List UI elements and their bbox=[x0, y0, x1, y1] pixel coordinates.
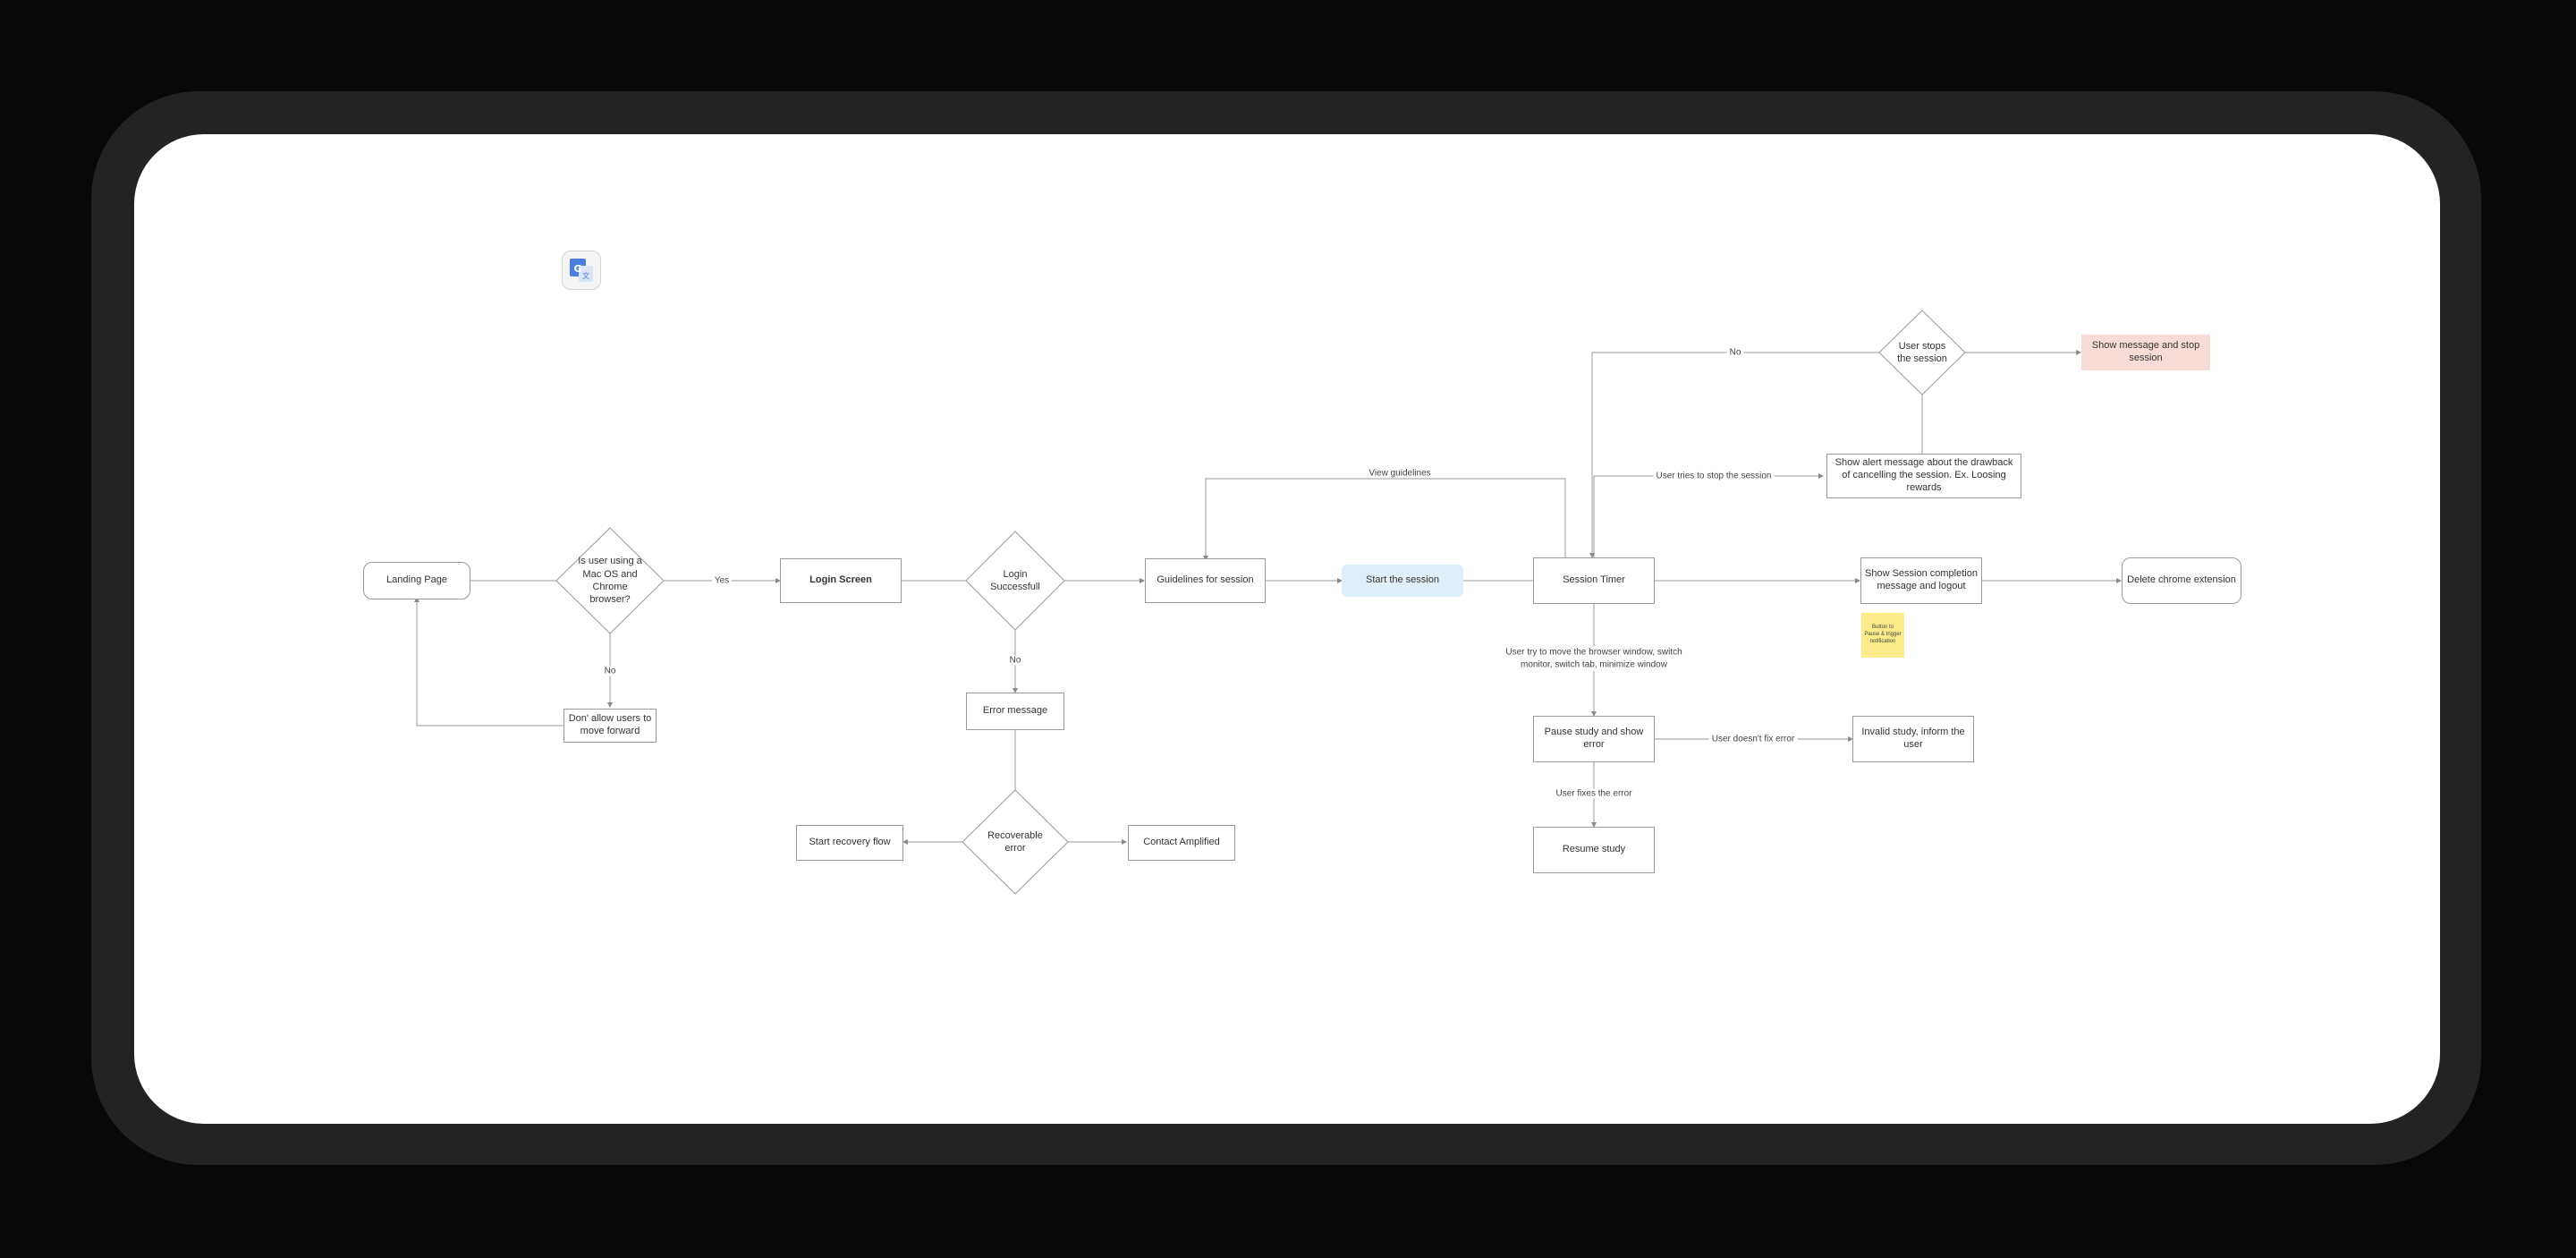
edge-back-to-landing bbox=[414, 597, 564, 727]
node-invalid-study[interactable]: Invalid study, inform the user bbox=[1852, 716, 1974, 762]
sticky-note: Button to Pause & trigger notification bbox=[1861, 613, 1904, 658]
label-login-successful[interactable]: Login Successfull bbox=[990, 568, 1040, 592]
edge-label-view-guidelines: View guidelines bbox=[1366, 468, 1434, 479]
edge-label-yes: Yes bbox=[711, 575, 733, 586]
node-start-session[interactable]: Start the session bbox=[1342, 565, 1463, 597]
node-error-message[interactable]: Error message bbox=[966, 693, 1064, 730]
node-contact-amplified[interactable]: Contact Amplified bbox=[1128, 825, 1235, 861]
node-show-message-stop[interactable]: Show message and stop session bbox=[2081, 335, 2210, 370]
node-delete-extension[interactable]: Delete chrome extension bbox=[2122, 557, 2241, 604]
node-pause-study[interactable]: Pause study and show error bbox=[1533, 716, 1655, 762]
edge-label-user-fixes: User fixes the error bbox=[1553, 788, 1635, 799]
edge-view-guidelines bbox=[1203, 478, 1566, 561]
edge-label-no-stop: No bbox=[1726, 347, 1744, 358]
label-recoverable-error[interactable]: Recoverable error bbox=[987, 829, 1043, 854]
edge-label-no-login: No bbox=[1006, 655, 1024, 666]
diamond-recoverable-error bbox=[962, 789, 1069, 895]
node-login-screen[interactable]: Login Screen bbox=[780, 558, 902, 603]
edge-label-user-doesnt-fix: User doesn't fix error bbox=[1708, 734, 1798, 744]
edge-label-no-mac: No bbox=[601, 666, 619, 676]
node-resume-study[interactable]: Resume study bbox=[1533, 827, 1655, 873]
label-is-mac-chrome[interactable]: Is user using a Mac OS and Chrome browse… bbox=[578, 556, 642, 606]
label-user-stops-session[interactable]: User stops the session bbox=[1897, 340, 1947, 364]
edge-label-user-tries-stop: User tries to stop the session bbox=[1653, 471, 1775, 481]
node-dont-allow[interactable]: Don' allow users to move forward bbox=[564, 709, 657, 743]
node-guidelines[interactable]: Guidelines for session bbox=[1145, 558, 1266, 603]
svg-text:文: 文 bbox=[582, 271, 589, 280]
node-start-recovery[interactable]: Start recovery flow bbox=[796, 825, 903, 861]
node-session-timer[interactable]: Session Timer bbox=[1533, 557, 1655, 604]
edge-no-stop bbox=[1589, 352, 1879, 558]
node-alert-message[interactable]: Show alert message about the drawback of… bbox=[1826, 454, 2021, 498]
edge-user-tries-stop bbox=[1593, 473, 1824, 557]
node-landing-page[interactable]: Landing Page bbox=[363, 562, 470, 599]
edge-label-user-move-window: User try to move the browser window, swi… bbox=[1493, 646, 1695, 671]
svg-text:G: G bbox=[573, 263, 581, 275]
diagram-canvas: G 文 Landing Page Is user using a Mac OS … bbox=[134, 134, 2440, 1124]
node-session-completion[interactable]: Show Session completion message and logo… bbox=[1860, 557, 1982, 604]
connector-layer bbox=[414, 310, 2122, 895]
google-translate-icon: G 文 bbox=[562, 251, 601, 290]
